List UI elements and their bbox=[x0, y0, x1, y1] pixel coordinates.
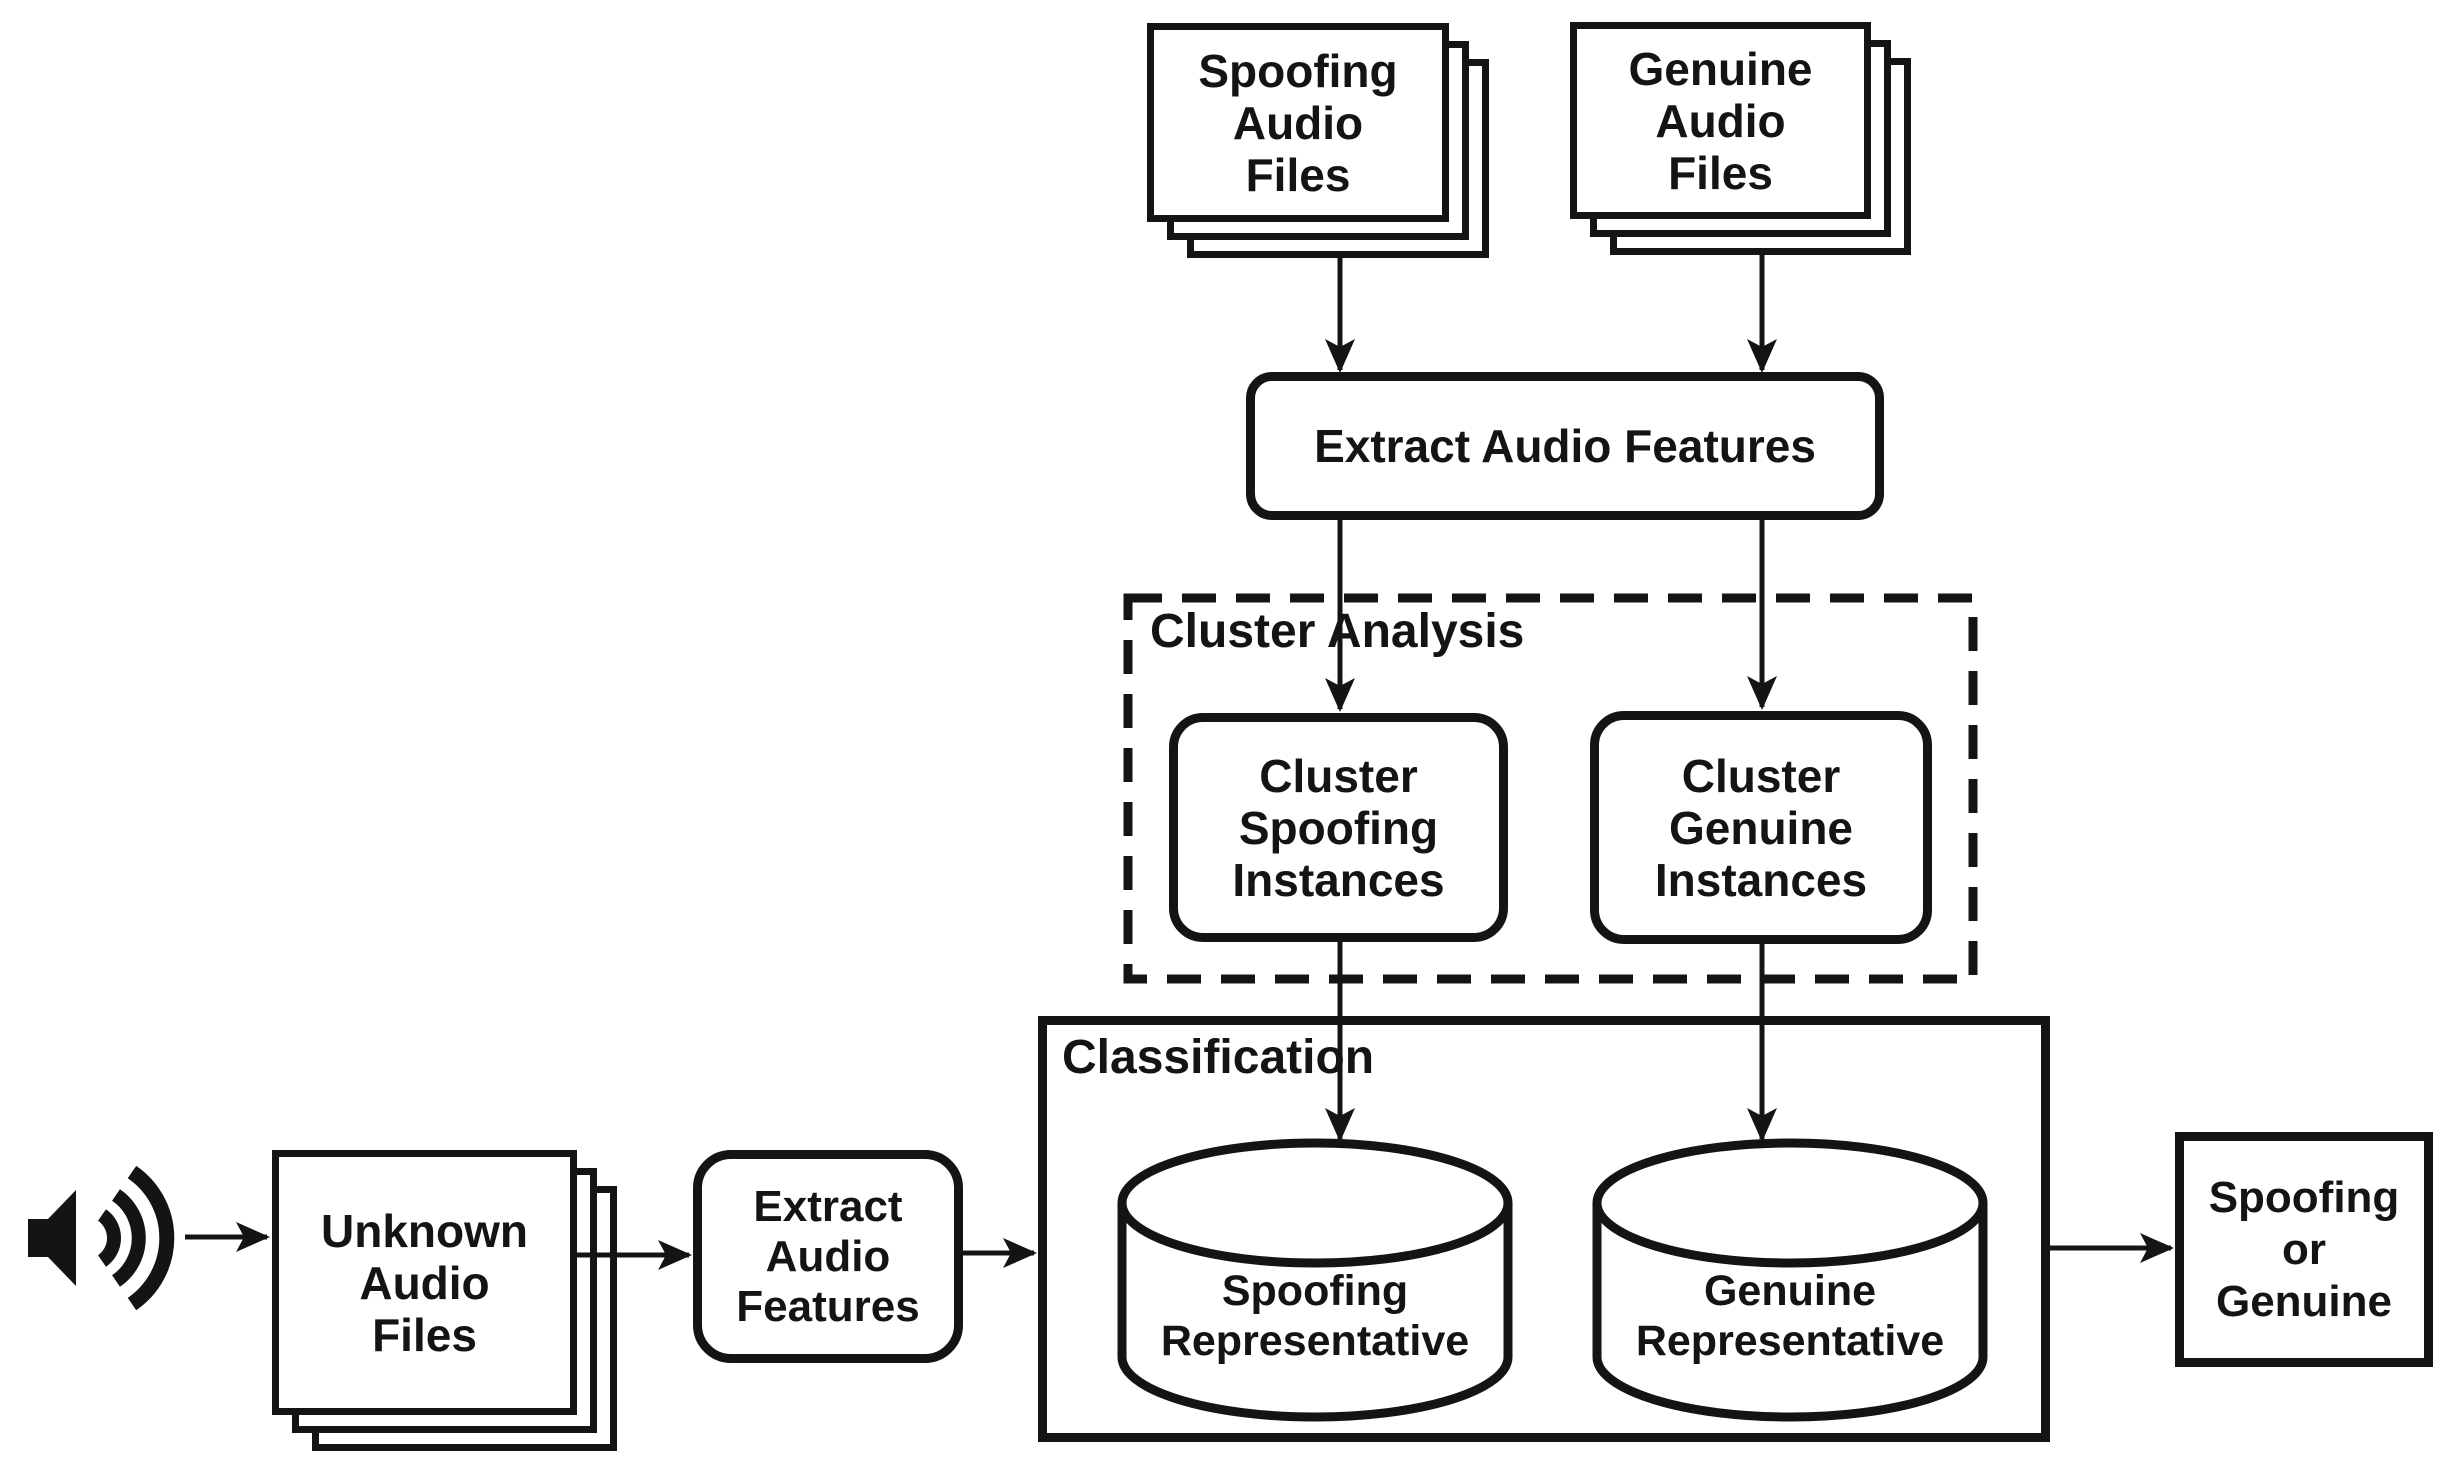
label-genuine-representative: Genuine Representative bbox=[1635, 1267, 1945, 1365]
box-extract-audio-features-training: Extract Audio Features bbox=[1246, 372, 1884, 520]
database-cylinder-spoofing-representative bbox=[1117, 1138, 1513, 1422]
cylinder-top bbox=[1592, 1138, 1988, 1268]
cluster-analysis-dashed-border bbox=[1123, 593, 1978, 984]
label-spoofing-representative: Spoofing Representative bbox=[1160, 1267, 1470, 1365]
database-cylinder-genuine-representative bbox=[1592, 1138, 1988, 1422]
box-extract-audio-features-testing: Extract Audio Features bbox=[693, 1150, 963, 1363]
stack-spoofing-audio-files: Spoofing Audio Files bbox=[1147, 23, 1449, 222]
box-cluster-genuine-instances: Cluster Genuine Instances bbox=[1590, 711, 1932, 944]
stack-unknown-audio-files: Unknown Audio Files bbox=[272, 1150, 577, 1415]
box-spoofing-or-genuine: Spoofing or Genuine bbox=[2175, 1132, 2433, 1367]
box-cluster-spoofing-instances: Cluster Spoofing Instances bbox=[1169, 713, 1508, 942]
classification-container bbox=[1038, 1016, 2050, 1442]
cluster-analysis-title: Cluster Analysis bbox=[1150, 605, 1525, 658]
stack-genuine-audio-files: Genuine Audio Files bbox=[1570, 22, 1871, 219]
classification-title: Classification bbox=[1062, 1031, 1375, 1084]
cylinder-top bbox=[1117, 1138, 1513, 1268]
